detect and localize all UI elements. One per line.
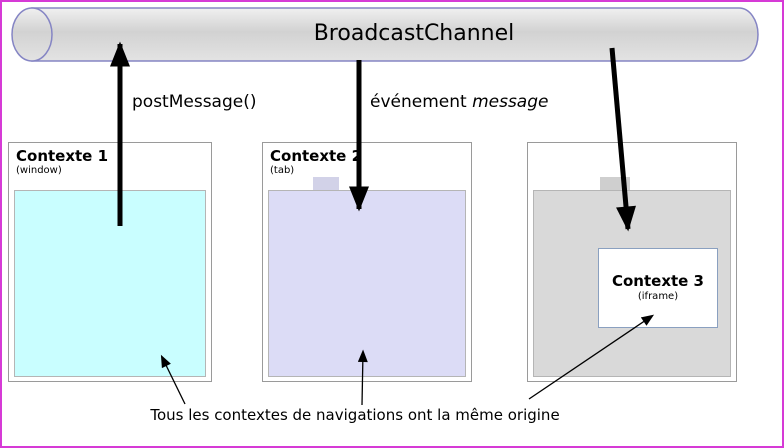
context2-header: Contexte 2 (tab) [263, 143, 471, 177]
context2-title: Contexte 2 [270, 147, 363, 165]
context1-header: Contexte 1 (window) [9, 143, 211, 177]
channel-title: BroadcastChannel [313, 21, 515, 46]
context1-subtitle: (window) [16, 165, 62, 177]
pipe-body [31, 7, 759, 62]
message-event-label: événement message [370, 92, 548, 112]
context3-iframe-box: Contexte 3 (iframe) [598, 248, 718, 328]
event-label-prefix: événement [370, 92, 467, 112]
context3-outer-box: Contexte 3 (iframe) [527, 142, 737, 382]
postmessage-label: postMessage() [132, 92, 257, 112]
context1-title: Contexte 1 [16, 147, 109, 165]
context3-title: Contexte 3 [611, 272, 704, 291]
context2-subtitle: (tab) [270, 165, 295, 177]
broadcast-channel-pipe [11, 7, 759, 62]
context3-tab-notch [600, 177, 630, 190]
context3-subtitle: (iframe) [637, 290, 679, 302]
context2-box: Contexte 2 (tab) [262, 142, 472, 382]
context1-box: Contexte 1 (window) [8, 142, 212, 382]
context2-tab-notch [313, 177, 339, 190]
footer-caption: Tous les contextes de navigations ont la… [150, 406, 560, 424]
pipe-left-cap [11, 7, 53, 62]
context2-content-area [268, 190, 466, 377]
event-label-word: message [472, 92, 549, 112]
context1-content-area [14, 190, 206, 377]
